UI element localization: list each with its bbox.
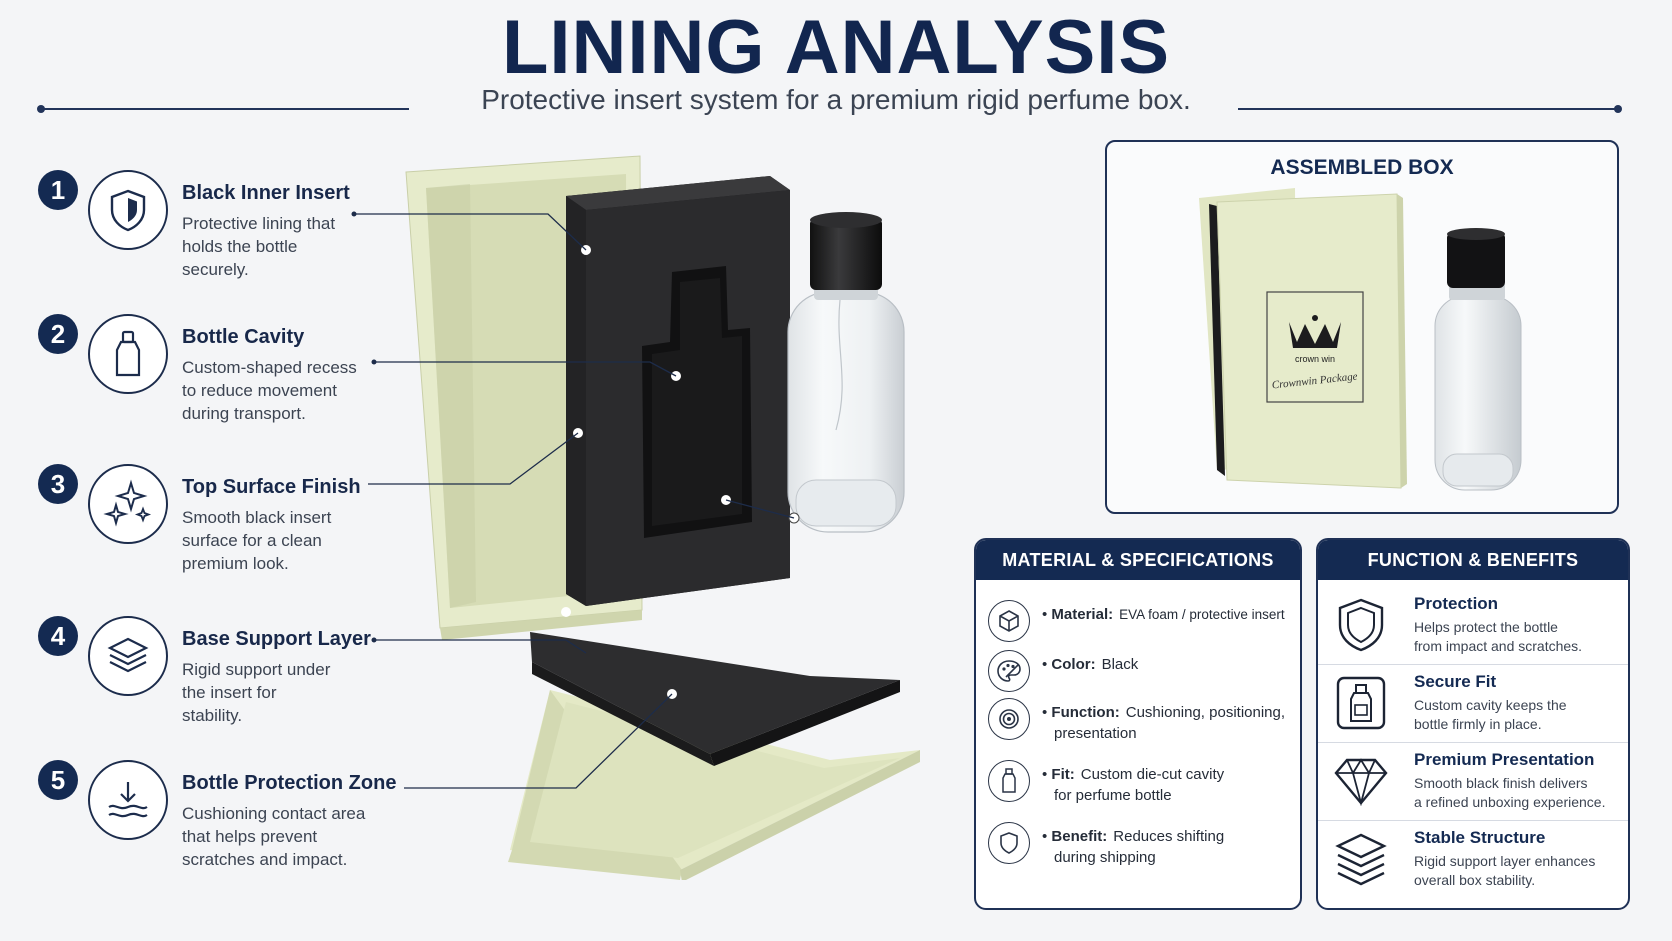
cube-icon	[988, 600, 1030, 642]
callout-black-inner-insert: 1 Black Inner Insert Protective lining t…	[36, 170, 426, 290]
target-icon	[988, 698, 1030, 740]
box-base	[508, 690, 920, 880]
perfume-bottle	[787, 212, 905, 533]
benefit-title: Premium Presentation	[1414, 750, 1595, 769]
spec-label: Fit:	[1051, 766, 1075, 783]
callout-title: Top Surface Finish	[182, 476, 361, 498]
callout-description: Cushioning contact area that helps preve…	[182, 804, 366, 869]
divider-right	[1238, 108, 1618, 110]
assembled-box-title: ASSEMBLED BOX	[1270, 156, 1454, 179]
callout-description: Protective lining that holds the bottle …	[182, 214, 336, 279]
benefit-row-secure-fit: Secure Fit Custom cavity keeps the bottl…	[1318, 664, 1628, 743]
spec-value-continued: during shipping	[1054, 849, 1156, 866]
spec-value: Reduces shifting	[1113, 828, 1225, 845]
benefit-description: Rigid support layer enhances overall box…	[1414, 853, 1596, 888]
bottle-icon	[88, 314, 168, 394]
assembled-box-panel: ASSEMBLED BOX crown win Crownwin Package	[1105, 140, 1619, 514]
palette-icon	[988, 650, 1030, 692]
benefit-title: Stable Structure	[1414, 828, 1546, 847]
page-subtitle: Protective insert system for a premium r…	[481, 84, 1191, 115]
page-title: LINING ANALYSIS	[501, 5, 1171, 90]
callout-number: 1	[38, 170, 78, 210]
callout-description: Custom-shaped recess to reduce movement …	[182, 358, 357, 423]
benefit-description: Smooth black finish delivers a refined u…	[1414, 775, 1606, 810]
crown-logo-icon	[1289, 315, 1341, 348]
spec-label: Color:	[1051, 656, 1096, 673]
spec-label: Material:	[1051, 606, 1114, 623]
callout-title: Bottle Cavity	[182, 326, 305, 348]
brand-name: crown win	[1295, 354, 1335, 364]
assembled-box-illustration: crown win Crownwin Package	[1199, 188, 1522, 491]
callout-number: 2	[38, 314, 78, 354]
shield-icon	[1332, 596, 1390, 654]
benefits-panel: FUNCTION & BENEFITS Protection Helps pro…	[1316, 538, 1630, 910]
spec-label: Function:	[1051, 704, 1120, 721]
spec-value: EVA foam / protective insert	[1119, 607, 1285, 622]
benefit-description: Custom cavity keeps the bottle firmly in…	[1414, 697, 1567, 732]
layers-icon	[1332, 830, 1390, 888]
specs-panel: MATERIAL & SPECIFICATIONS • Material:EVA…	[974, 538, 1302, 910]
specs-panel-title: MATERIAL & SPECIFICATIONS	[976, 540, 1300, 580]
callout-number: 4	[38, 616, 78, 656]
benefits-panel-title: FUNCTION & BENEFITS	[1318, 540, 1628, 580]
benefit-title: Protection	[1414, 594, 1499, 613]
callout-title: Base Support Layer	[182, 628, 371, 650]
layers-icon	[88, 616, 168, 696]
benefit-row-stable-structure: Stable Structure Rigid support layer enh…	[1318, 820, 1628, 898]
shield-icon	[988, 822, 1030, 864]
callout-top-surface-finish: 3 Top Surface Finish Smooth black insert…	[36, 464, 426, 584]
spec-label: Benefit:	[1051, 828, 1108, 845]
spec-value-continued: for perfume bottle	[1054, 787, 1172, 804]
spec-value: Cushioning, positioning,	[1125, 704, 1286, 721]
base-support-layer	[530, 632, 900, 766]
callout-description: Smooth black insert surface for a clean …	[182, 508, 332, 573]
callout-title: Bottle Protection Zone	[182, 772, 397, 794]
callout-number: 5	[38, 760, 78, 800]
spec-value-continued: presentation	[1054, 725, 1137, 742]
callout-title: Black Inner Insert	[182, 182, 350, 204]
spec-value: Black	[1101, 656, 1139, 673]
black-inner-insert	[566, 176, 790, 606]
impact-icon	[88, 760, 168, 840]
callout-number: 3	[38, 464, 78, 504]
diamond-icon	[1332, 752, 1390, 810]
bottle-icon	[1332, 674, 1390, 732]
callout-bottle-cavity: 2 Bottle Cavity Custom-shaped recess to …	[36, 314, 426, 434]
callout-bottle-protection-zone: 5 Bottle Protection Zone Cushioning cont…	[36, 760, 426, 880]
benefit-row-protection: Protection Helps protect the bottle from…	[1318, 586, 1628, 665]
spec-value: Custom die-cut cavity	[1080, 766, 1225, 783]
benefit-row-premium-presentation: Premium Presentation Smooth black finish…	[1318, 742, 1628, 821]
bottle-icon	[988, 760, 1030, 802]
divider-left	[41, 108, 409, 110]
marker-dot-4	[561, 607, 571, 617]
exploded-box-illustration	[405, 155, 920, 880]
benefit-description: Helps protect the bottle from impact and…	[1414, 619, 1583, 654]
benefit-title: Secure Fit	[1414, 672, 1497, 691]
shield-icon	[88, 170, 168, 250]
callout-description: Rigid support under the insert for stabi…	[182, 660, 331, 725]
divider-dot-right	[1614, 105, 1622, 113]
sparkles-icon	[88, 464, 168, 544]
callout-base-support-layer: 4 Base Support Layer Rigid support under…	[36, 616, 426, 736]
